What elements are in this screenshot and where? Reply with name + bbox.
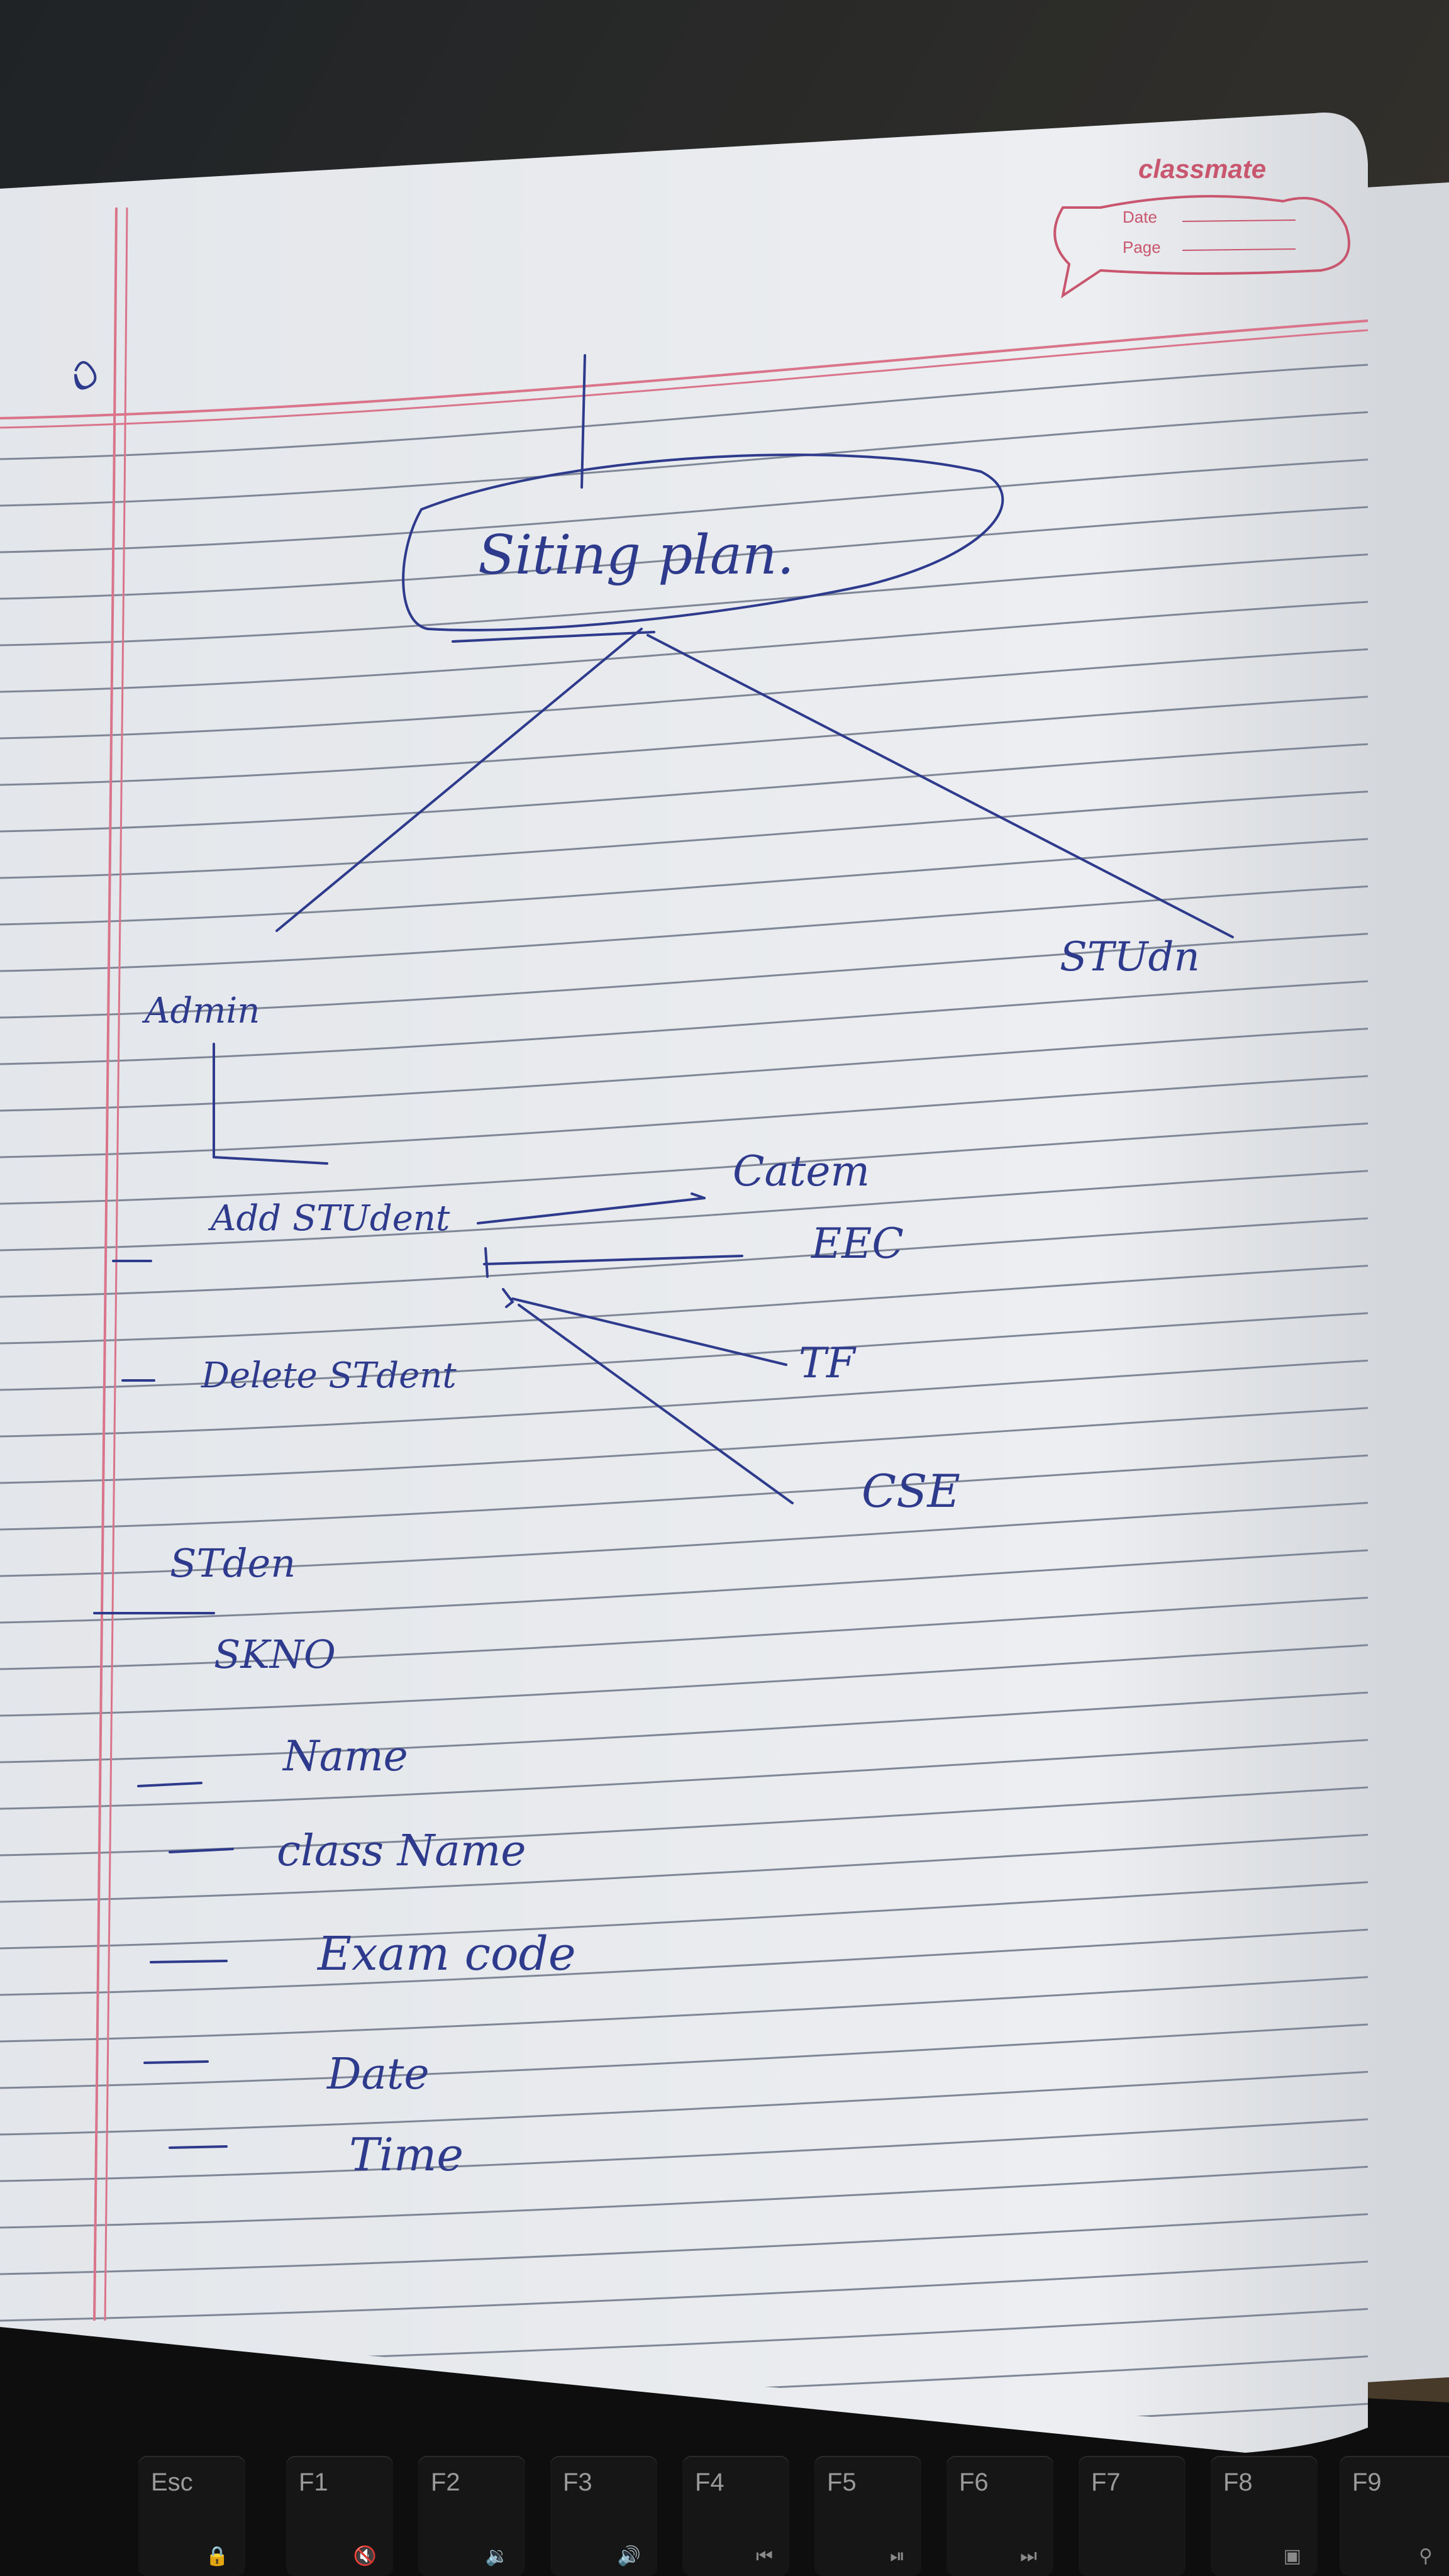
ruled-line (0, 1407, 1368, 1484)
key-f9[interactable]: F9 ⚲ (1340, 2456, 1449, 2576)
ruled-line (0, 1265, 1368, 1345)
key-f1[interactable]: F1 🔇 (286, 2456, 393, 2576)
volume-up-icon: 🔊 (617, 2545, 641, 2567)
ruled-line (0, 791, 1368, 879)
ruled-line (0, 506, 1368, 600)
brand-logo: classmate (1138, 154, 1267, 184)
ruled-line (0, 1833, 1368, 1903)
ruled-line (0, 1691, 1368, 1763)
label-student-branch: STUdn (1060, 934, 1200, 980)
ruled-line (0, 1122, 1368, 1205)
previous-track-icon: ⏮ (756, 2545, 773, 2567)
ruled-line (0, 838, 1368, 926)
ruled-line (0, 1359, 1368, 1438)
label-delete-student: Delete STdent (201, 1355, 457, 1396)
ruled-line (0, 1739, 1368, 1810)
branch-eec: EEC (811, 1219, 904, 1268)
top-margin-line-2 (0, 329, 1368, 429)
key-label: F3 (563, 2468, 592, 2496)
ruled-line (0, 696, 1368, 786)
display-icon: ▣ (1283, 2545, 1301, 2567)
ruled-line (0, 364, 1368, 460)
ruled-line (0, 601, 1368, 693)
ruled-line (0, 411, 1368, 507)
branch-cse: CSE (862, 1465, 960, 1518)
field-class-name: class Name (277, 1826, 526, 1876)
key-f5[interactable]: F5 ⏯ (814, 2456, 921, 2576)
search-icon: ⚲ (1419, 2545, 1433, 2567)
key-f2[interactable]: F2 🔉 (418, 2456, 525, 2576)
ruled-line (0, 1881, 1368, 1950)
lock-icon: 🔒 (205, 2545, 229, 2567)
ruled-line (0, 2118, 1368, 2182)
ruled-line (0, 1928, 1368, 1996)
title-siting-plan: Siting plan. (478, 524, 794, 587)
ruled-line (0, 1217, 1368, 1298)
key-f8[interactable]: F8 ▣ (1211, 2456, 1318, 2576)
page-label: Page (1123, 238, 1161, 257)
branch-catem: Catem (733, 1147, 870, 1196)
field-name: Name (283, 1732, 408, 1780)
label-student-section: STden (170, 1540, 296, 1586)
ruled-line (0, 2023, 1368, 2089)
ruled-line (0, 2213, 1368, 2275)
key-label: F5 (827, 2468, 857, 2496)
ruled-line (0, 1454, 1368, 1531)
ruled-line (0, 1549, 1368, 1624)
ruled-line (0, 2165, 1368, 2229)
ruled-line (0, 2070, 1368, 2136)
key-f3[interactable]: F3 🔊 (550, 2456, 657, 2576)
ruled-line (0, 1644, 1368, 1717)
field-date: Date (327, 2050, 430, 2099)
field-skno: SKNO (214, 1631, 336, 1677)
ruled-line (0, 885, 1368, 972)
key-label: F6 (959, 2468, 989, 2496)
ruled-line (0, 1596, 1368, 1670)
key-f4[interactable]: F4 ⏮ (682, 2456, 789, 2576)
ruled-line (0, 1075, 1368, 1158)
ink-doodle (74, 361, 97, 390)
top-margin-line (0, 319, 1368, 419)
ruled-line (0, 1976, 1368, 2043)
ruled-line (0, 1502, 1368, 1577)
volume-down-icon: 🔉 (485, 2545, 509, 2567)
ruled-line (0, 1028, 1368, 1112)
key-label: F8 (1223, 2468, 1253, 2496)
ruled-lines (0, 364, 1368, 2434)
brand-badge-outline (1053, 195, 1350, 299)
key-f7[interactable]: F7 (1079, 2456, 1185, 2576)
key-label: Esc (151, 2468, 193, 2496)
ruled-line (0, 2402, 1368, 2434)
play-pause-icon: ⏯ (890, 2545, 905, 2567)
right-page (1346, 182, 1449, 2384)
ruled-line (0, 1170, 1368, 1252)
label-add-student: Add STUdent (211, 1198, 450, 1239)
date-label: Date (1123, 208, 1157, 226)
key-f6[interactable]: F6 ⏭ (947, 2456, 1053, 2576)
ruled-line (0, 1312, 1368, 1391)
diagram-strokes (93, 354, 1234, 2149)
branch-tf: TF (799, 1339, 855, 1387)
field-time: Time (349, 2128, 464, 2181)
ruled-line (0, 648, 1368, 740)
key-label: F7 (1091, 2468, 1121, 2496)
ruled-line (0, 933, 1368, 1019)
ruled-line (0, 2260, 1368, 2322)
field-exam-code: Exam code (318, 1927, 576, 1981)
ruled-line (0, 458, 1368, 553)
ruled-line (0, 980, 1368, 1065)
key-label: F9 (1352, 2468, 1382, 2496)
mute-icon: 🔇 (353, 2545, 377, 2567)
key-label: F1 (299, 2468, 328, 2496)
next-track-icon: ⏭ (1020, 2545, 1037, 2567)
key-esc[interactable]: Esc 🔒 (138, 2456, 245, 2576)
label-admin: Admin (145, 991, 260, 1031)
key-label: F4 (695, 2468, 724, 2496)
key-label: F2 (431, 2468, 460, 2496)
ruled-line (0, 743, 1368, 833)
notebook-page (0, 113, 1368, 2453)
ruled-line (0, 553, 1368, 647)
